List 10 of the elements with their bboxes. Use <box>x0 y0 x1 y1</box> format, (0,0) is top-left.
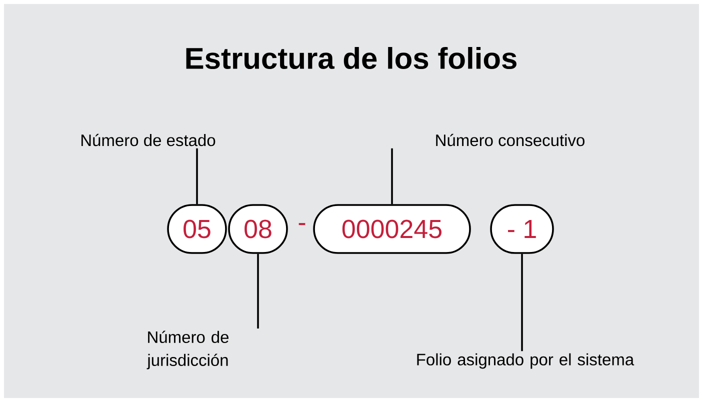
leader-line <box>257 254 259 329</box>
title: Estructura de los folios <box>186 47 516 70</box>
callout-text: Número consecutivo <box>436 134 584 146</box>
separator-dash: - <box>298 223 306 226</box>
leader-line <box>391 148 393 204</box>
callout-text: Folio asignado por el sistema <box>417 353 634 369</box>
callout-text: Número de jurisdicción <box>146 330 229 370</box>
callout-text: Número de estado <box>81 134 216 146</box>
leader-line <box>196 148 198 204</box>
leader-line <box>521 254 523 352</box>
